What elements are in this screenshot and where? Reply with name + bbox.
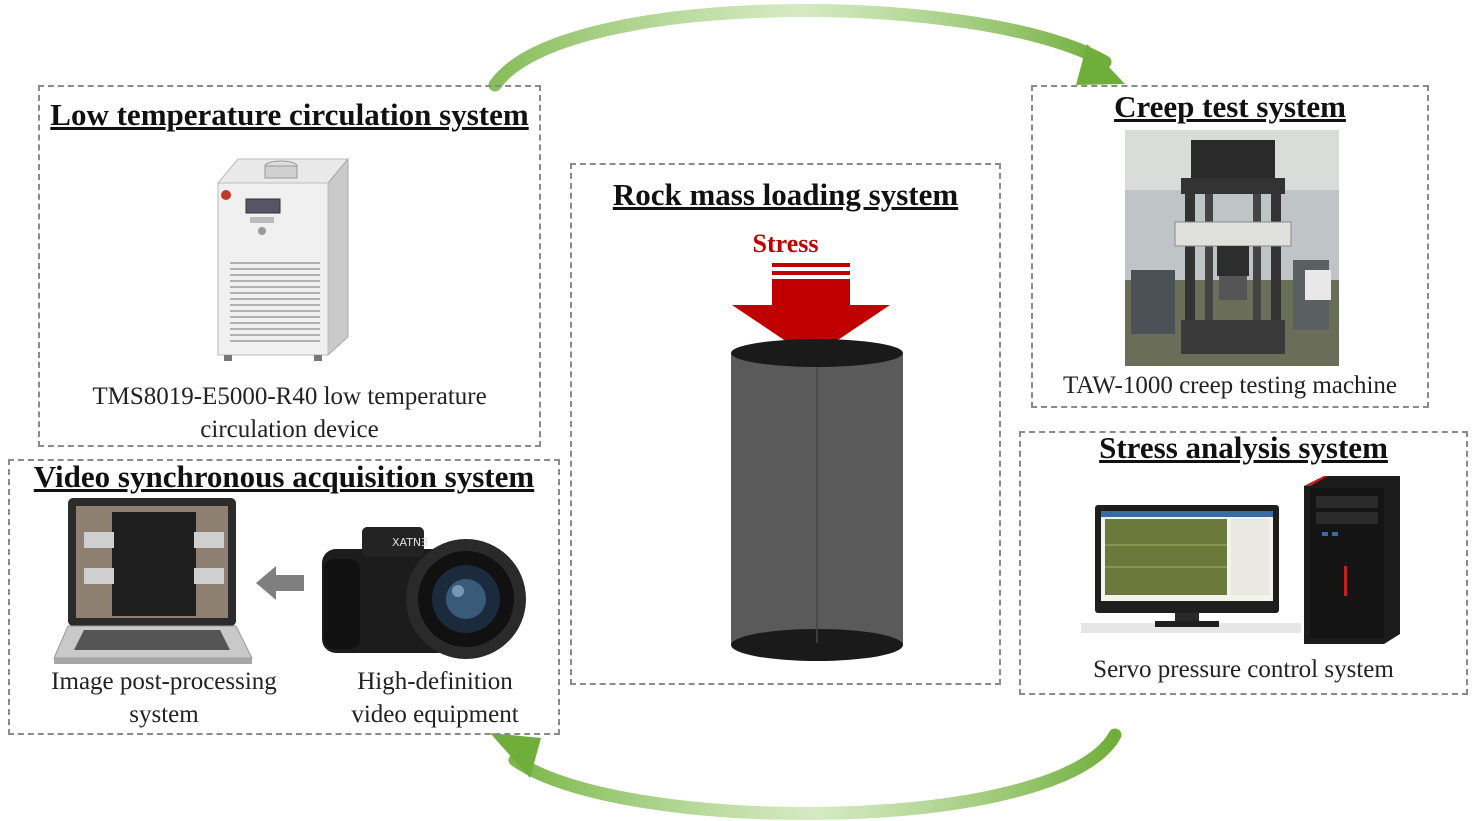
creep-test-caption: TAW-1000 creep testing machine	[1062, 372, 1398, 399]
stress-arrow-icon	[732, 263, 890, 358]
low-temp-system-title: Low temperature circulation system	[50, 97, 529, 132]
camera-caption-line1: High-definition	[357, 668, 513, 695]
creep-test-system-box: Creep test system TAW-1000 creep testing…	[1031, 85, 1429, 408]
low-temp-system-box: Low temperature circulation system TMS80…	[38, 85, 541, 447]
stress-analysis-caption: Servo pressure control system	[1093, 656, 1394, 683]
creep-test-system-title: Creep test system	[1114, 89, 1346, 124]
stress-analysis-system-box: Stress analysis system Servo pressure co…	[1019, 430, 1468, 695]
top-cycle-arrow	[488, 4, 1125, 92]
creep-machine-photo	[1125, 130, 1339, 366]
rock-loading-system-title: Rock mass loading system	[612, 177, 959, 212]
camera-caption-line2: video equipment	[351, 701, 519, 728]
rock-cylinder	[731, 339, 903, 661]
laptop-caption-line2: system	[129, 701, 199, 728]
low-temp-caption-line2: circulation device	[200, 416, 379, 443]
stress-analysis-system-title: Stress analysis system	[1099, 430, 1388, 465]
monitor-image	[1081, 505, 1301, 633]
left-arrow-icon	[256, 566, 304, 600]
laptop-caption-line1: Image post-processing	[51, 668, 277, 695]
rock-loading-system-box: Rock mass loading system Stress	[570, 163, 1001, 685]
video-system-title: Video synchronous acquisition system	[33, 459, 535, 494]
stress-label: Stress	[752, 229, 819, 258]
low-temp-caption-line1: TMS8019-E5000-R40 low temperature	[92, 383, 487, 410]
laptop-image	[53, 498, 253, 664]
circulation-device-image	[216, 157, 350, 361]
camera-brand-label: XATNƎ	[392, 536, 428, 549]
computer-tower-image	[1304, 476, 1400, 644]
bottom-cycle-arrow	[490, 728, 1122, 820]
video-system-box: Video synchronous acquisition system XAT…	[8, 459, 560, 735]
camera-image: XATNƎ	[322, 527, 526, 659]
